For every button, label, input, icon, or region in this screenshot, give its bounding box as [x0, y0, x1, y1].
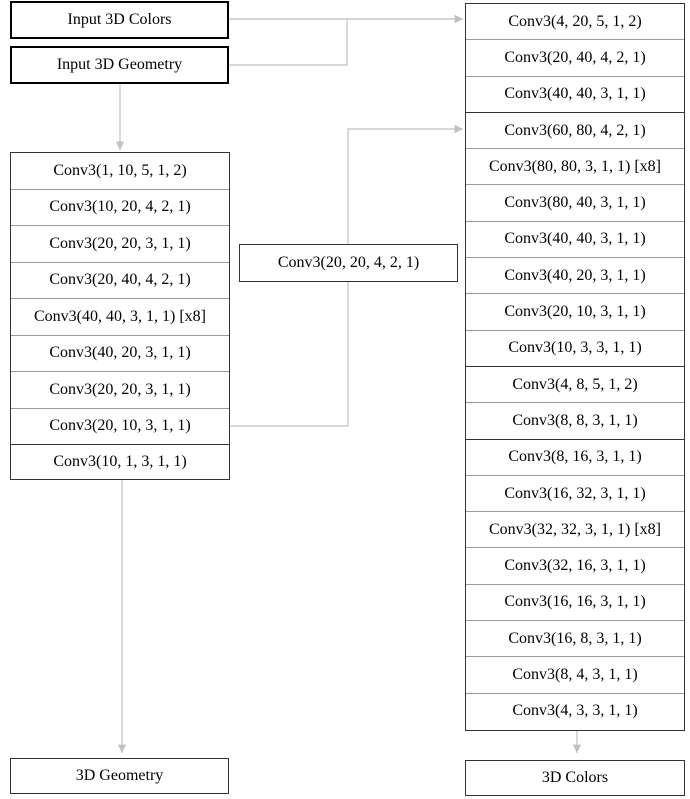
input-colors-label: Input 3D Colors: [67, 11, 172, 28]
color-layer: Conv3(10, 3, 3, 1, 1): [466, 331, 684, 367]
color-layer: Conv3(40, 20, 3, 1, 1): [466, 258, 684, 295]
output-geometry-label: 3D Geometry: [75, 767, 164, 784]
color-layer: Conv3(32, 32, 3, 1, 1) [x8]: [466, 512, 684, 549]
color-layer: Conv3(16, 32, 3, 1, 1): [466, 476, 684, 513]
color-layer: Conv3(8, 16, 3, 1, 1): [466, 440, 684, 476]
output-colors-box: 3D Colors: [465, 760, 685, 796]
color-network: Conv3(4, 20, 5, 1, 2) Conv3(20, 40, 4, 2…: [465, 3, 685, 731]
line-geometry-to-color-net: [229, 19, 348, 66]
geometry-layer: Conv3(40, 40, 3, 1, 1) [x8]: [11, 299, 229, 336]
input-colors-box: Input 3D Colors: [10, 1, 229, 39]
color-layer: Conv3(40, 40, 3, 1, 1): [466, 222, 684, 259]
geometry-layer: Conv3(1, 10, 5, 1, 2): [11, 153, 229, 190]
geometry-layer: Conv3(20, 20, 3, 1, 1): [11, 372, 229, 409]
bridge-conv-label: Conv3(20, 20, 4, 2, 1): [277, 254, 420, 271]
geometry-layer: Conv3(10, 20, 4, 2, 1): [11, 190, 229, 226]
color-layer: Conv3(20, 10, 3, 1, 1): [466, 294, 684, 331]
geometry-network: Conv3(1, 10, 5, 1, 2) Conv3(10, 20, 4, 2…: [10, 152, 230, 480]
color-layer: Conv3(80, 80, 3, 1, 1) [x8]: [466, 149, 684, 186]
color-layer: Conv3(8, 8, 3, 1, 1): [466, 403, 684, 440]
input-geometry-box: Input 3D Geometry: [10, 46, 229, 84]
color-layer: Conv3(20, 40, 4, 2, 1): [466, 40, 684, 77]
color-layer: Conv3(32, 16, 3, 1, 1): [466, 548, 684, 585]
output-geometry-box: 3D Geometry: [10, 758, 229, 794]
geometry-layer: Conv3(10, 1, 3, 1, 1): [53, 453, 187, 470]
color-layer: Conv3(60, 80, 4, 2, 1): [466, 113, 684, 150]
input-geometry-label: Input 3D Geometry: [56, 56, 183, 73]
color-layer: Conv3(40, 40, 3, 1, 1): [466, 77, 684, 113]
output-colors-label: 3D Colors: [541, 769, 609, 786]
color-layer: Conv3(80, 40, 3, 1, 1): [466, 185, 684, 222]
bridge-conv-box: Conv3(20, 20, 4, 2, 1): [239, 244, 458, 282]
color-layer: Conv3(8, 4, 3, 1, 1): [466, 657, 684, 694]
geometry-layer: Conv3(20, 20, 3, 1, 1): [11, 226, 229, 263]
color-layer: Conv3(16, 8, 3, 1, 1): [466, 621, 684, 658]
geometry-layer: Conv3(40, 20, 3, 1, 1): [11, 336, 229, 372]
geometry-layer: Conv3(20, 10, 3, 1, 1): [11, 409, 229, 445]
color-layer: Conv3(4, 20, 5, 1, 2): [466, 4, 684, 41]
geometry-layer: Conv3(20, 40, 4, 2, 1): [11, 263, 229, 299]
color-layer: Conv3(16, 16, 3, 1, 1): [466, 585, 684, 622]
color-layer: Conv3(4, 3, 3, 1, 1): [512, 702, 638, 720]
color-layer: Conv3(4, 8, 5, 1, 2): [466, 367, 684, 404]
